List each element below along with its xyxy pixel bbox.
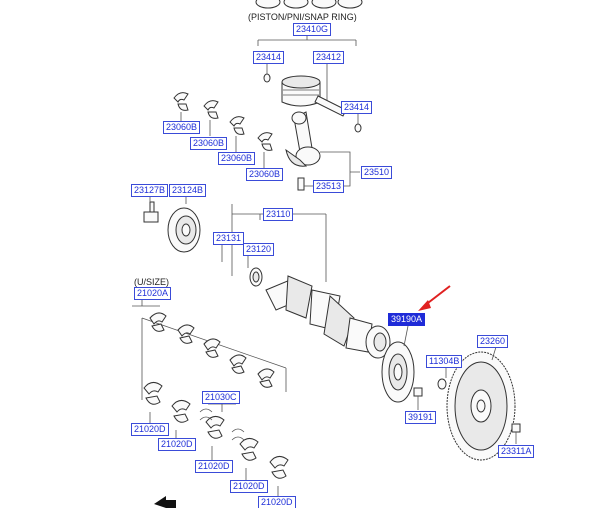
crankshaft-sprocket [249,267,263,287]
piston [281,75,321,107]
part-label-23410G[interactable]: 23410G [293,23,332,36]
part-label-23412[interactable]: 23412 [313,51,345,64]
part-label-23060B-3[interactable]: 23060B [218,152,256,165]
part-label-23414-pin-clip[interactable]: 23414 [253,51,285,64]
piston-rings [255,0,363,9]
black-arrow-icon[interactable] [154,496,176,508]
part-label-23060B-1[interactable]: 23060B [163,121,201,134]
part-label-23311A[interactable]: 23311A [498,445,535,458]
part-label-11304B[interactable]: 11304B [426,355,463,368]
piston-pin [314,95,347,117]
drive-plate [381,341,415,403]
part-label-23110[interactable]: 23110 [263,208,294,221]
part-label-23060B-2[interactable]: 23060B [190,137,228,150]
part-label-23060B-4[interactable]: 23060B [246,168,284,181]
main-bearings [149,312,275,388]
lower-bearing-stacks [143,382,289,479]
flywheel [446,351,516,461]
crank-pulley [167,207,201,253]
part-label-39190A-highlighted[interactable]: 39190A [388,313,426,326]
part-label-23510[interactable]: 23510 [361,166,393,179]
red-arrow-icon [418,285,451,311]
part-label-23260[interactable]: 23260 [477,335,509,348]
connecting-rod [285,111,321,167]
part-label-23120[interactable]: 23120 [243,243,275,256]
part-label-39191[interactable]: 39191 [405,411,437,424]
part-label-23124B[interactable]: 23124B [169,184,207,197]
usize-caption: (U/SIZE) [134,277,169,287]
piston-caption: (PISTON/PNI/SNAP RING) [248,12,357,22]
part-label-21020D-5[interactable]: 21020D [258,496,296,508]
thrust-washers [199,408,245,441]
part-label-21020D-4[interactable]: 21020D [230,480,268,493]
part-label-23414-snap-ring[interactable]: 23414 [341,101,373,114]
part-label-21020A[interactable]: 21020A [134,287,172,300]
part-label-21020D-1[interactable]: 21020D [131,423,169,436]
part-label-23127B[interactable]: 23127B [131,184,169,197]
part-label-21030C[interactable]: 21030C [202,391,240,404]
part-label-21020D-3[interactable]: 21020D [195,460,233,473]
part-label-23513[interactable]: 23513 [313,180,345,193]
crank-pulley-bolt [143,201,159,223]
part-label-23131[interactable]: 23131 [213,232,245,245]
rod-bearings [173,92,273,151]
part-label-21020D-2[interactable]: 21020D [158,438,196,451]
crankshaft [265,275,391,359]
